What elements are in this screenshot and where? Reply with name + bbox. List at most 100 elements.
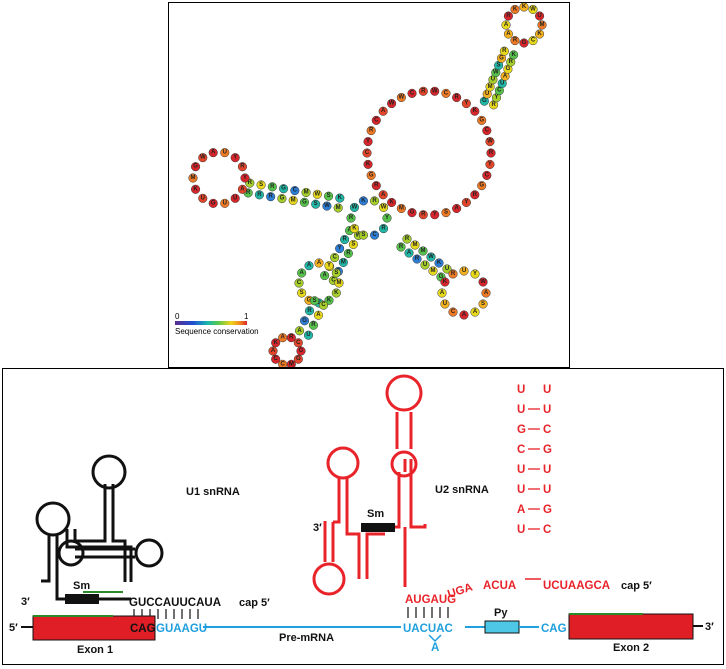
svg-text:M: M xyxy=(540,22,545,28)
nucleotide: K xyxy=(363,159,373,169)
nucleotide: M xyxy=(301,187,311,197)
svg-text:G: G xyxy=(280,196,285,202)
nucleotide: R xyxy=(346,213,356,223)
u2-stem-left-base: U xyxy=(517,464,525,476)
svg-text:C: C xyxy=(374,117,379,123)
nucleotide: C xyxy=(294,278,304,288)
svg-text:C: C xyxy=(372,232,377,238)
scale-title: Sequence conservation xyxy=(175,327,259,336)
svg-text:M: M xyxy=(336,205,341,211)
u2-sm-box xyxy=(361,523,395,532)
nucleotide: S xyxy=(311,199,321,209)
nucleotide: S xyxy=(297,288,307,298)
nucleotide: R xyxy=(396,242,406,252)
u2-stem-left-base: A xyxy=(517,504,525,516)
svg-text:M: M xyxy=(431,268,436,274)
nucleotide: G xyxy=(296,346,306,356)
svg-text:G: G xyxy=(299,348,304,354)
conservation-scale: 0 1 Sequence conservation xyxy=(175,312,259,336)
nucleotide: A xyxy=(459,310,469,320)
nucleotide: S xyxy=(324,191,334,201)
svg-text:S: S xyxy=(327,193,331,199)
svg-text:R: R xyxy=(399,244,404,250)
u2-stem-right-base: U xyxy=(543,484,551,496)
nucleotide: G xyxy=(407,208,417,218)
nucleotide: S xyxy=(441,208,451,218)
nucleotide: M xyxy=(288,195,298,205)
exon-1[interactable] xyxy=(32,615,156,641)
nucleotide: A xyxy=(304,261,314,271)
exon-2-label: Exon 2 xyxy=(613,642,649,654)
u2-stem-right-base: U xyxy=(543,464,551,476)
svg-text:R: R xyxy=(369,128,374,134)
svg-text:K: K xyxy=(443,279,448,285)
u1-sequence: GUCCAUUCAUA xyxy=(129,597,221,609)
svg-text:U: U xyxy=(443,301,447,307)
u1-sm-label: Sm xyxy=(73,580,90,592)
u1-backbone-inner xyxy=(75,547,135,559)
svg-text:U: U xyxy=(223,150,227,156)
svg-text:R: R xyxy=(473,192,478,198)
nucleotide: C xyxy=(318,300,329,310)
nucleotide: K xyxy=(434,258,444,268)
svg-text:G: G xyxy=(479,117,484,123)
nucleotide: Y xyxy=(461,197,471,208)
svg-text:G: G xyxy=(211,200,216,206)
svg-text:A: A xyxy=(211,150,216,156)
exon-2[interactable] xyxy=(568,613,694,640)
svg-text:G: G xyxy=(307,297,312,303)
splicing-diagram: Sm 3′ U1 snRNA GUCCAUUCAUA cap 5′ 5′ Exo… xyxy=(9,374,714,656)
nucleotide: U xyxy=(220,148,230,158)
nucleotide: C xyxy=(407,88,417,98)
svg-text:Y: Y xyxy=(366,139,370,145)
nucleotide: A xyxy=(320,271,330,281)
svg-text:M: M xyxy=(413,242,418,248)
nucleotide: M xyxy=(333,203,343,213)
svg-text:A: A xyxy=(381,192,386,198)
u2-stem-right-base: C xyxy=(543,424,551,436)
svg-text:R: R xyxy=(246,190,251,196)
svg-text:M: M xyxy=(291,197,296,203)
nucleotide: G xyxy=(279,184,289,194)
svg-text:S: S xyxy=(351,241,355,247)
svg-text:M: M xyxy=(399,206,404,212)
nucleotide: W xyxy=(426,252,436,262)
svg-text:C: C xyxy=(531,38,536,44)
u1-loop-1 xyxy=(35,501,71,537)
nucleotide: W xyxy=(396,92,406,103)
nucleotide: G xyxy=(293,354,303,364)
nucleotide: R xyxy=(452,92,462,103)
nucleotide: U xyxy=(535,11,545,21)
svg-text:K: K xyxy=(437,260,442,266)
nucleotide: M xyxy=(334,278,344,288)
polypyrimidine-tract-box[interactable] xyxy=(484,620,520,634)
nucleotide: G xyxy=(299,197,309,207)
nucleotide: W xyxy=(528,4,538,14)
nucleotide: K xyxy=(349,224,359,234)
nucleotide: G xyxy=(477,115,487,125)
nucleotide: A xyxy=(470,307,480,317)
svg-text:Y: Y xyxy=(327,263,331,269)
svg-text:U: U xyxy=(462,268,466,274)
svg-text:K: K xyxy=(513,6,518,12)
nucleotide: K xyxy=(331,288,341,298)
svg-text:R: R xyxy=(405,236,410,242)
svg-text:G: G xyxy=(302,318,307,324)
svg-text:G: G xyxy=(499,55,504,61)
svg-text:R: R xyxy=(489,150,494,156)
nucleotide: K xyxy=(358,196,368,206)
svg-text:C: C xyxy=(410,90,415,96)
svg-text:C: C xyxy=(274,356,279,362)
nucleotide: R xyxy=(286,333,296,343)
nucleotide: M xyxy=(338,257,348,267)
branch-point-adenosine: A xyxy=(431,642,439,654)
scale-min-label: 0 xyxy=(175,312,180,321)
svg-text:G: G xyxy=(439,274,444,280)
nucleotide: K xyxy=(535,29,545,39)
svg-text:M: M xyxy=(337,280,342,286)
svg-text:K: K xyxy=(334,290,339,296)
nucleotide: C xyxy=(448,307,458,317)
u2-loop-mid xyxy=(390,450,418,478)
svg-text:R: R xyxy=(491,102,496,108)
